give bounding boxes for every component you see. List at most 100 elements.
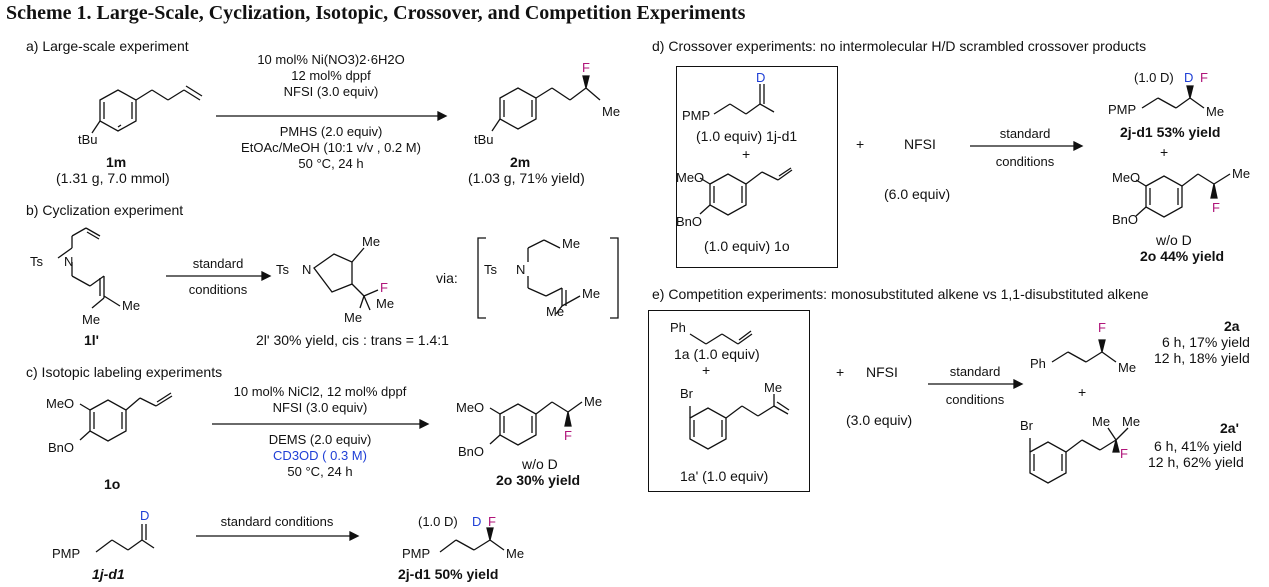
fluorine-label: F	[488, 514, 496, 529]
crossover-reactants-box	[676, 66, 838, 268]
compound-2m-amount: (1.03 g, 71% yield)	[468, 170, 585, 186]
phenyl-label: Ph	[670, 320, 686, 335]
pmp-label: PMP	[682, 108, 711, 123]
bromo-label: Br	[680, 386, 693, 401]
fluorine-label: F	[564, 428, 572, 443]
section-c-cond-below-2: CD3OD ( 0.3 M)	[273, 448, 367, 463]
compound-1m-id: 1m	[106, 154, 127, 170]
section-c-cond-below-1: DEMS (2.0 equiv)	[268, 432, 372, 447]
fluorine-label: F	[1200, 70, 1208, 85]
tbu-label-2m: tBu	[474, 132, 494, 147]
section-a-cond-below-2: EtOAc/MeOH (10:1 v/v , 0.2 M)	[241, 140, 421, 155]
phenyl-label: Ph	[1030, 356, 1046, 371]
compound-2o-note: w/o D	[1156, 232, 1192, 248]
methyl-label: Me	[1122, 414, 1141, 429]
compound-2a-yield-6h: 6 h, 17% yield	[1162, 334, 1250, 350]
section-c-cond-below-3: 50 °C, 24 h	[287, 464, 353, 479]
deuterium-label: D	[140, 508, 150, 523]
meo-label: MeO	[676, 170, 705, 185]
scheme-title: Scheme 1. Large-Scale, Cyclization, Isot…	[6, 2, 746, 24]
deuterium-count: (1.0 D)	[418, 514, 458, 529]
section-a-cond-below-1: PMHS (2.0 equiv)	[279, 124, 383, 139]
section-e-header: e) Competition experiments: monosubstitu…	[652, 286, 1149, 302]
nfsi-amount: (3.0 equiv)	[846, 412, 913, 428]
methyl-label: Me	[764, 380, 783, 395]
section-e-cond-above: standard	[949, 364, 1001, 379]
section-c-cond-above-2: NFSI (3.0 equiv)	[272, 400, 368, 415]
via-label: via:	[436, 270, 458, 286]
compound-1a-prime-equiv: 1a' (1.0 equiv)	[680, 468, 769, 484]
compound-2a-prime-yield-12h: 12 h, 62% yield	[1148, 454, 1244, 470]
methyl-label: Me	[546, 304, 565, 319]
fluorine-label: F	[380, 280, 388, 295]
ts-label: Ts	[276, 262, 289, 277]
methyl-label: Me	[122, 298, 141, 313]
compound-2m-id: 2m	[510, 154, 531, 170]
methyl-label: Me	[1118, 360, 1137, 375]
compound-2o-yield: 2o 30% yield	[496, 472, 581, 488]
section-a-cond-above-2: 12 mol% dppf	[291, 68, 371, 83]
plus-sign: +	[742, 146, 751, 162]
nfsi-amount: (6.0 equiv)	[884, 186, 951, 202]
pmp-label: PMP	[52, 546, 81, 561]
bno-label: BnO	[676, 214, 703, 229]
competition-reactants-box	[648, 310, 810, 492]
section-a-cond-above-1: 10 mol% Ni(NO3)2·6H2O	[257, 52, 405, 67]
compound-1j-d1-id: 1j-d1	[92, 566, 125, 582]
section-a-header: a) Large-scale experiment	[26, 38, 189, 54]
compound-1l-id: 1l'	[84, 332, 100, 348]
plus-sign: +	[702, 362, 711, 378]
n-label: N	[302, 262, 312, 277]
n-label: N	[516, 262, 526, 277]
compound-2j-d1-yield: 2j-d1 50% yield	[398, 566, 499, 582]
bno-label: BnO	[1112, 212, 1139, 227]
section-c-header: c) Isotopic labeling experiments	[26, 364, 223, 380]
section-d-header: d) Crossover experiments: no intermolecu…	[652, 38, 1147, 54]
deuterium-label: D	[472, 514, 482, 529]
compound-2o-yield: 2o 44% yield	[1140, 248, 1225, 264]
section-b-cond-below: conditions	[188, 282, 248, 297]
plus-sign: +	[1160, 144, 1169, 160]
bromo-label: Br	[1020, 418, 1033, 433]
methyl-label: Me	[506, 546, 525, 561]
compound-1o-id: 1o	[104, 476, 121, 492]
methyl-label: Me	[1206, 104, 1225, 119]
pmp-label: PMP	[1108, 102, 1137, 117]
meo-label: MeO	[456, 400, 485, 415]
compound-2a-id: 2a	[1224, 318, 1240, 334]
section-e-cond-below: conditions	[945, 392, 1005, 407]
section-d-cond-below: conditions	[995, 154, 1055, 169]
n-label: N	[64, 254, 74, 269]
methyl-label: Me	[602, 104, 621, 119]
compound-2a-yield-12h: 12 h, 18% yield	[1154, 350, 1250, 366]
meo-label: MeO	[46, 396, 75, 411]
methyl-label: Me	[582, 286, 601, 301]
fluorine-label: F	[582, 60, 590, 75]
nfsi-reagent: NFSI	[904, 136, 936, 152]
compound-2j-d1-yield: 2j-d1 53% yield	[1120, 124, 1221, 140]
compound-1o-equiv: (1.0 equiv) 1o	[704, 238, 790, 254]
compound-1m-amount: (1.31 g, 7.0 mmol)	[56, 170, 170, 186]
methyl-label: Me	[1232, 166, 1251, 181]
methyl-label: Me	[362, 234, 381, 249]
plus-sign: +	[856, 136, 865, 152]
deuterium-label: D	[1184, 70, 1194, 85]
compound-2a-prime-id: 2a'	[1220, 420, 1239, 436]
methyl-label: Me	[82, 312, 101, 327]
compound-2a-prime-yield-6h: 6 h, 41% yield	[1154, 438, 1242, 454]
fluorine-label: F	[1212, 200, 1220, 215]
pmp-label: PMP	[402, 546, 431, 561]
section-c-row2-cond: standard conditions	[220, 514, 334, 529]
fluorine-label: F	[1120, 446, 1128, 461]
deuterium-count: (1.0 D)	[1134, 70, 1174, 85]
section-a-cond-below-3: 50 °C, 24 h	[298, 156, 364, 171]
methyl-label: Me	[584, 394, 603, 409]
ts-label: Ts	[484, 262, 497, 277]
fluorine-label: F	[1098, 320, 1106, 335]
bno-label: BnO	[48, 440, 75, 455]
compound-2o-note: w/o D	[522, 456, 558, 472]
plus-sign: +	[836, 364, 845, 380]
section-b-header: b) Cyclization experiment	[26, 202, 184, 218]
meo-label: MeO	[1112, 170, 1141, 185]
